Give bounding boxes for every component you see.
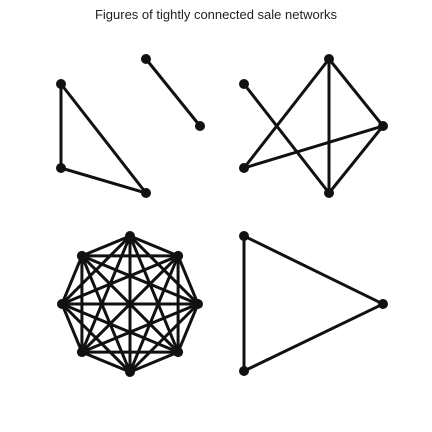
- network-edge: [327, 124, 385, 195]
- network-node: [125, 367, 135, 377]
- network-edge: [80, 254, 132, 374]
- network-edge: [242, 302, 385, 373]
- network-edge: [144, 57, 202, 128]
- network-node: [193, 299, 203, 309]
- network-node: [57, 299, 67, 309]
- network-panel-bottom-left: [57, 231, 203, 377]
- network-node: [173, 250, 184, 261]
- network-node: [141, 188, 151, 198]
- network-edge: [242, 57, 331, 170]
- network-edge: [128, 234, 180, 258]
- network-edge: [80, 254, 200, 306]
- network-node: [125, 231, 135, 241]
- network-node: [239, 231, 249, 241]
- network-node: [56, 163, 66, 173]
- network-node: [378, 299, 388, 309]
- page-title: Figures of tightly connected sale networ…: [94, 7, 338, 22]
- network-edge: [80, 254, 180, 354]
- network-node: [239, 79, 249, 89]
- network-node: [324, 54, 334, 64]
- network-node: [324, 188, 334, 198]
- network-edge: [128, 350, 180, 374]
- network-node: [173, 347, 184, 358]
- network-edge: [176, 254, 200, 306]
- network-edge: [60, 302, 132, 374]
- network-node: [76, 250, 87, 261]
- network-edge: [60, 302, 84, 354]
- network-edge: [60, 254, 84, 306]
- network-edge: [80, 350, 132, 374]
- network-edge: [80, 234, 132, 258]
- network-edge: [59, 82, 148, 195]
- network-node: [239, 163, 249, 173]
- network-node: [56, 79, 66, 89]
- network-node: [141, 54, 151, 64]
- network-panel-top-left: [56, 54, 205, 198]
- network-edge: [242, 124, 385, 170]
- network-panel-top-right: [239, 54, 388, 198]
- network-edge: [327, 57, 385, 128]
- network-node: [378, 121, 388, 131]
- network-edge: [59, 166, 148, 195]
- network-node: [239, 366, 249, 376]
- network-panel-bottom-right: [239, 231, 388, 376]
- network-edge: [242, 234, 385, 306]
- network-edge: [176, 302, 200, 354]
- network-node: [76, 347, 87, 358]
- network-node: [195, 121, 205, 131]
- network-edge: [242, 82, 331, 195]
